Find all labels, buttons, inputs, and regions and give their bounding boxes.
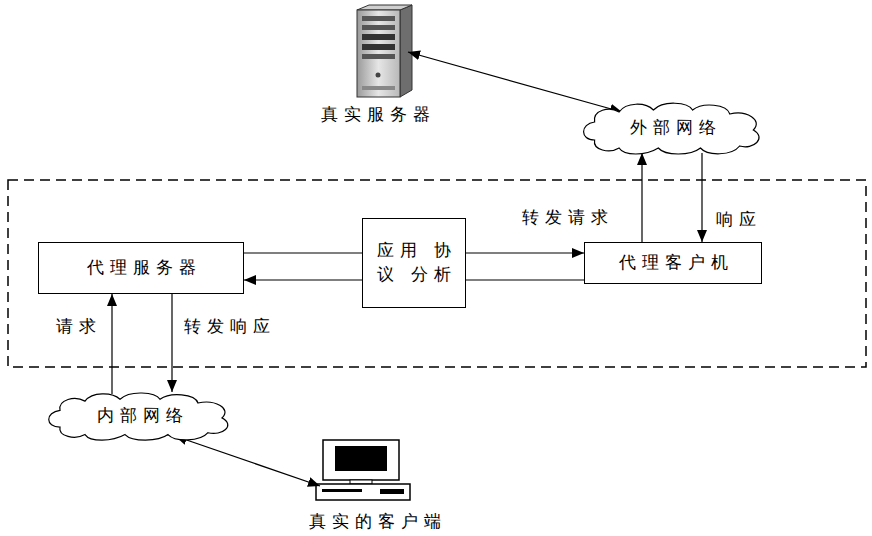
node-label: 真实服务器: [300, 103, 450, 127]
edge-label: 请求: [56, 316, 102, 338]
cloud-node: 内部网络: [40, 390, 240, 442]
connector-arrow: [466, 252, 584, 253]
connector-arrow: [641, 153, 642, 242]
connector-arrow: [175, 436, 320, 486]
connector-arrow: [701, 153, 702, 242]
connector-arrow: [171, 294, 172, 392]
node-label: 外部网络: [624, 116, 722, 140]
process-box: 代理服务器: [38, 242, 244, 294]
edge-label: 转发请求: [522, 207, 614, 229]
node-label: 应用 协议 分析: [363, 239, 465, 287]
connector-arrow: [111, 294, 112, 394]
node-label: 代理客户机: [613, 251, 734, 275]
process-box: 应用 协议 分析: [362, 218, 466, 308]
connector-arrow: [244, 279, 362, 280]
client-node: 真实的客户端: [290, 436, 460, 534]
node-label: 代理服务器: [81, 256, 202, 280]
edge-label: 转发响应: [184, 316, 276, 338]
process-box: 代理客户机: [584, 242, 762, 284]
server-icon: [357, 5, 412, 97]
connector-arrow: [244, 252, 362, 253]
connector-arrow: [466, 279, 584, 280]
edge-label: 响应: [716, 209, 762, 231]
dashed-boundary: [8, 180, 866, 367]
client-pc-icon: [316, 440, 410, 500]
cloud-node: 外部网络: [575, 100, 771, 156]
server-node: 真实服务器: [300, 3, 450, 127]
connector-arrow: [408, 52, 622, 112]
node-label: 真实的客户端: [290, 510, 460, 534]
node-label: 内部网络: [91, 404, 189, 428]
